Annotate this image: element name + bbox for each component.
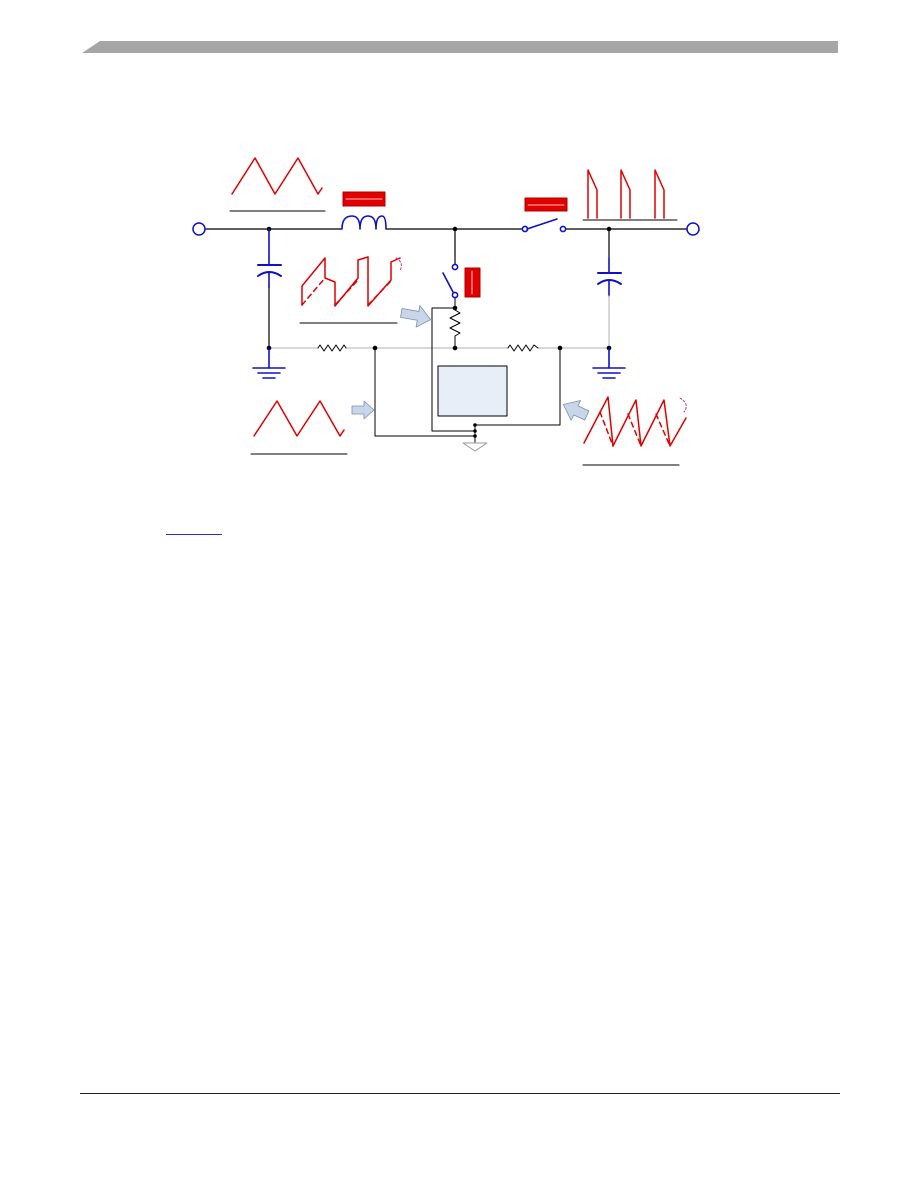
- input-terminal-icon: [192, 222, 206, 236]
- diode-current-waveform: [582, 169, 678, 221]
- sense-wiring: [374, 307, 561, 443]
- output-capacitor-icon: [597, 228, 622, 349]
- input-sense-arrow-icon: [351, 400, 375, 420]
- controller-pins: [473, 423, 477, 438]
- header-band: [82, 41, 838, 53]
- ground-icon-output: [592, 347, 626, 379]
- low-side-switch-highlight-block: [464, 267, 481, 298]
- boost-converter-diagram: [192, 157, 700, 466]
- ground-icon: [252, 347, 286, 379]
- switch-sense-arrow-icon: [400, 305, 431, 328]
- current-sense-resistor-icon: [449, 297, 461, 349]
- output-sense-arrow-icon: [562, 400, 590, 421]
- output-sense-resistor-icon: [507, 344, 539, 352]
- controller-block: [437, 365, 508, 417]
- high-side-switch-icon: [521, 218, 567, 233]
- junctions-bottom: [266, 345, 612, 351]
- output-terminal-icon: [686, 222, 700, 236]
- footer-rule: [80, 1093, 840, 1094]
- low-side-switch-icon: [442, 263, 459, 299]
- high-side-switch-highlight-block: [524, 197, 568, 212]
- header-bar: [82, 41, 838, 53]
- input-current-waveform: [250, 400, 348, 455]
- switch-current-waveform: [299, 256, 402, 324]
- inductor-current-waveform: [229, 157, 326, 212]
- output-current-waveform: [582, 396, 687, 466]
- controller-ground-icon: [462, 442, 488, 452]
- input-capacitor-icon: [257, 228, 282, 349]
- inductor-icon: [339, 215, 387, 230]
- input-sense-resistor-icon: [317, 344, 347, 352]
- figure-reference-link[interactable]: [166, 520, 222, 535]
